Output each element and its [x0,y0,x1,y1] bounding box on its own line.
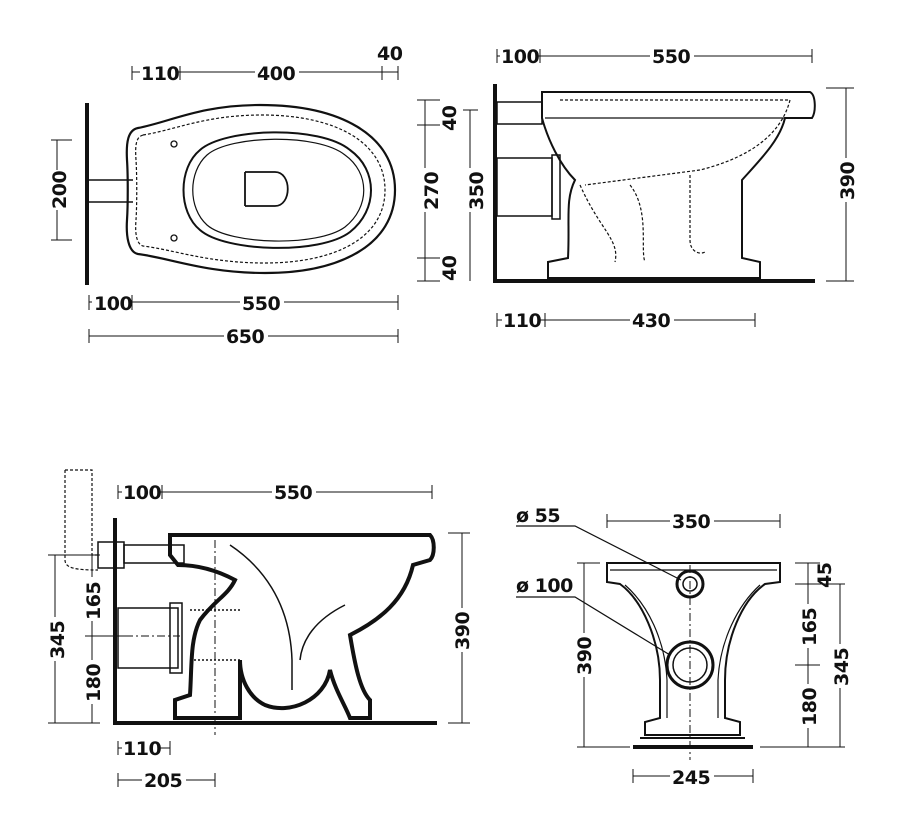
dim-100: 100 [123,482,161,504]
dim-430: 430 [632,310,670,332]
dim-100: 100 [94,293,132,315]
dim-390: 390 [452,612,474,650]
dim-180: 180 [799,688,821,726]
dim-40-bottom: 40 [439,255,461,281]
outlet-pipe [496,157,553,217]
toilet-body [541,91,816,279]
dim-350: 350 [466,172,488,210]
dim-400: 400 [257,63,295,85]
drain-outline [245,171,289,207]
dim-110: 110 [141,63,179,85]
side-view: 100 550 270 40 40 350 390 110 430 [417,45,859,332]
rim-dashed [135,114,386,264]
toilet-section [168,533,436,720]
dim-100: 100 [501,46,539,68]
dim-180: 180 [83,664,105,702]
dim-350: 350 [672,511,710,533]
leader-phi55 [516,525,682,581]
dim-200: 200 [49,171,71,209]
dim-40: 40 [377,43,403,65]
dim-45: 45 [814,563,836,588]
dim-110: 110 [503,310,541,332]
leader-phi100 [516,596,671,656]
dim-550: 550 [274,482,312,504]
dim-165: 165 [83,582,105,620]
top-view: 110 400 40 200 100 550 650 [46,43,403,348]
dim-110: 110 [123,738,161,760]
dim-550: 550 [242,293,280,315]
dim-165: 165 [799,608,821,646]
dim-390: 390 [837,162,859,200]
dim-550: 550 [652,46,690,68]
outlet-pipe [117,607,179,669]
dim-650: 650 [226,326,264,348]
dim-245: 245 [672,767,710,789]
dim-345: 345 [47,621,69,659]
label-phi-55: ø 55 [516,505,560,527]
section-view: 100 550 345 165 180 390 110 205 [45,469,474,792]
bowl-outline [125,103,397,275]
dim-345: 345 [831,648,853,686]
rear-view: ø 55 ø 100 350 390 45 165 180 345 245 [516,505,853,789]
bowl-inner [182,131,372,249]
dim-40-top: 40 [439,105,461,131]
inlet-pipe [496,101,543,125]
dim-270: 270 [421,172,443,210]
toilet-rear-body [606,562,781,736]
dim-390: 390 [574,637,596,675]
inlet-pipe [123,544,185,564]
dim-205: 205 [144,770,182,792]
label-phi-100: ø 100 [516,575,573,597]
